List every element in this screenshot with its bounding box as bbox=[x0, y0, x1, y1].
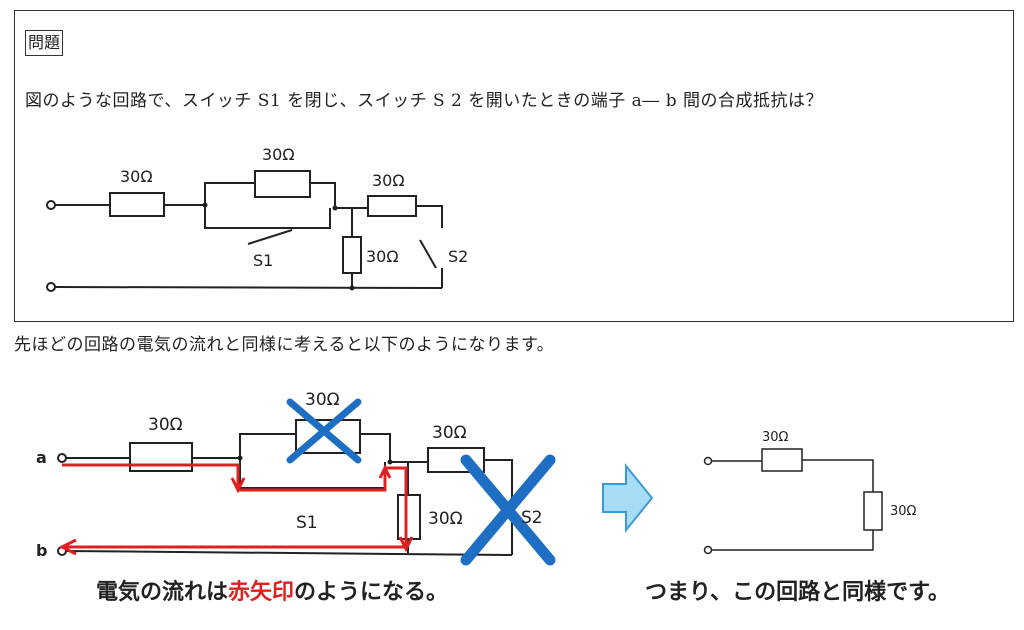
problem-question: 図のような回路で、スイッチ S1 を閉じ、スイッチ S 2 を開いたときの端子 … bbox=[25, 91, 823, 111]
label-bottom-s1: S1 bbox=[296, 513, 318, 533]
label-top-r3: 30Ω bbox=[372, 171, 405, 190]
label-top-s2: S2 bbox=[448, 247, 468, 266]
label-bottom-r1: 30Ω bbox=[148, 415, 183, 435]
terminal-a-label: a bbox=[36, 448, 47, 467]
problem-label: 問題 bbox=[25, 30, 64, 56]
current-flow-arrow bbox=[58, 463, 414, 556]
label-bottom-r4: 30Ω bbox=[428, 509, 463, 529]
label-top-r1: 30Ω bbox=[120, 167, 153, 186]
caption-red-arrow: 赤矢印 bbox=[228, 580, 295, 605]
right-block-arrow bbox=[602, 463, 654, 533]
label-top-s1: S1 bbox=[253, 251, 273, 270]
resistor-equiv-2 bbox=[863, 491, 883, 531]
switch-s2-top bbox=[419, 239, 437, 269]
resistor-bottom-1 bbox=[129, 442, 193, 472]
terminal-equiv-top bbox=[703, 456, 713, 466]
resistor-equiv-1 bbox=[761, 448, 803, 472]
label-top-r2: 30Ω bbox=[262, 145, 295, 164]
cross-mark-s2-branch bbox=[460, 454, 556, 566]
terminal-b-label: b bbox=[36, 541, 47, 560]
cross-mark-r2 bbox=[286, 398, 362, 464]
explanation-note: 先ほどの回路の電気の流れと同様に考えると以下のようになります。 bbox=[14, 335, 555, 355]
switch-s1-top bbox=[247, 229, 293, 245]
label-bottom-r3: 30Ω bbox=[432, 423, 467, 443]
problem-frame bbox=[14, 10, 1014, 322]
label-top-r4: 30Ω bbox=[366, 247, 399, 266]
label-equiv-r1: 30Ω bbox=[762, 430, 789, 445]
resistor-bottom-4 bbox=[397, 494, 421, 540]
resistor-bottom-2 bbox=[295, 419, 361, 454]
equivalent-circuit bbox=[703, 448, 883, 555]
label-bottom-r2: 30Ω bbox=[305, 390, 340, 410]
label-equiv-r2: 30Ω bbox=[890, 504, 917, 519]
terminal-equiv-bottom bbox=[703, 545, 713, 555]
label-bottom-s2: S2 bbox=[521, 508, 543, 528]
caption-current-flow: 電気の流れは赤矢印のようになる。 bbox=[96, 580, 449, 605]
caption-equivalent: つまり、この回路と同様です。 bbox=[645, 580, 950, 605]
terminal-a bbox=[57, 453, 67, 463]
